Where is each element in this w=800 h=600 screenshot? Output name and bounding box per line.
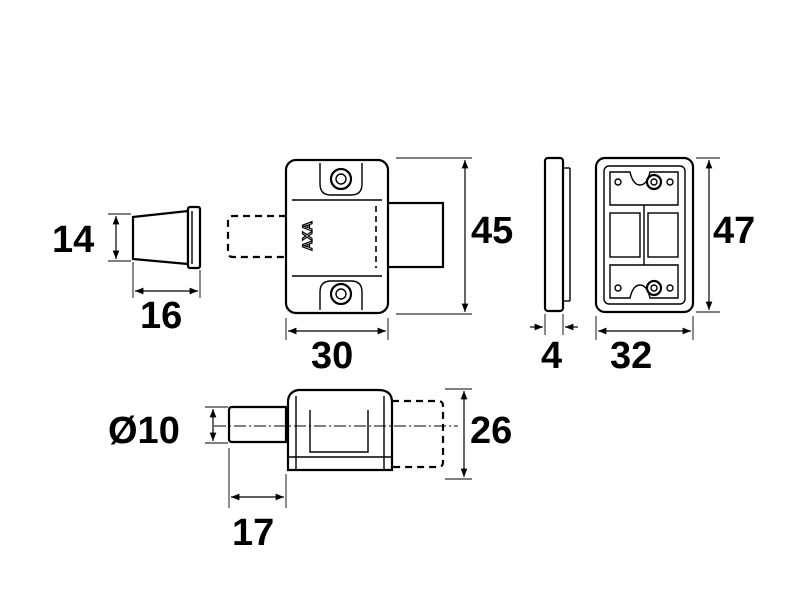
plate-width-dimension (595, 316, 694, 340)
screw-hole-bottom (329, 282, 353, 306)
plate-thickness-label: 4 (541, 335, 562, 377)
axa-logo: AXA (299, 221, 315, 251)
bolt-projection-dimension (228, 448, 287, 508)
body-width-label: 30 (311, 335, 353, 377)
plate-thickness-dimension (530, 314, 578, 335)
keeper-part (131, 205, 202, 270)
bolt-extended-outline (226, 214, 286, 259)
plate-width-label: 32 (610, 335, 652, 377)
plate-height-dimension (696, 157, 720, 313)
mounting-plate-front (594, 156, 695, 314)
side-height-label: 26 (470, 410, 512, 452)
body-width-dimension (285, 318, 389, 340)
bolt-diameter-dimension (205, 406, 228, 444)
plate-hole-bottom (645, 279, 663, 297)
bolt-projection-label: 17 (232, 512, 274, 554)
plate-small-holes (614, 178, 674, 292)
bolt-pin (227, 405, 288, 444)
keeper-height-label: 14 (52, 219, 94, 261)
side-height-dimension (445, 388, 472, 480)
bolt-retracted-extension (392, 399, 445, 469)
bolt-diameter-label: Ø10 (108, 410, 180, 452)
bolt-housing (384, 201, 445, 269)
plate-hole-top (645, 173, 663, 191)
keeper-length-label: 16 (140, 295, 182, 337)
lock-body-front (284, 158, 390, 315)
body-height-dimension (396, 157, 472, 315)
plate-side-view (543, 156, 571, 313)
keeper-length-dimension (132, 262, 201, 298)
plate-height-label: 47 (713, 210, 755, 252)
screw-hole-top (329, 167, 353, 191)
keeper-height-dimension (108, 213, 131, 262)
lock-body-side (286, 388, 394, 472)
body-height-label: 45 (471, 210, 513, 252)
